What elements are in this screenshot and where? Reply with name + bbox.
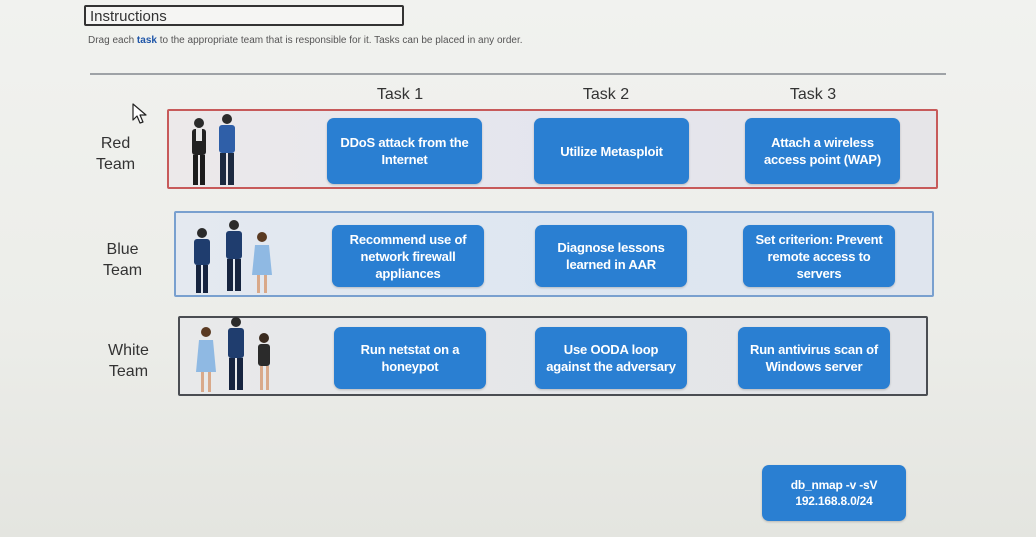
instructions-text-end: to the appropriate team that is responsi… [156,35,523,46]
red-team-drop-row[interactable]: DDoS attack from the Internet Utilize Me… [167,109,938,189]
white-team-people-icon [196,317,270,392]
task-chip-utilize-metasploit[interactable]: Utilize Metasploit [534,118,689,184]
task-chip-run-antivirus[interactable]: Run antivirus scan of Windows server [738,327,890,389]
task-chip-ddos-attack[interactable]: DDoS attack from the Internet [327,118,482,184]
white-team-drop-row[interactable]: Run netstat on a honeypot Use OODA loop … [178,316,928,396]
column-header-task-3: Task 3 [789,86,837,103]
red-team-people-icon [192,114,235,185]
team-label-red-line2: Team [96,156,136,173]
instructions-text: Drag each task to the appropriate team t… [88,35,523,46]
task-chip-run-netstat[interactable]: Run netstat on a honeypot [334,327,486,389]
task-chip-db-nmap[interactable]: db_nmap -v -sV 192.168.8.0/24 [762,465,906,521]
task-chip-set-criterion[interactable]: Set criterion: Prevent remote access to … [743,225,895,287]
team-label-white-line1: White [108,342,149,359]
team-label-white-line2: Team [108,363,149,380]
team-label-blue-line2: Team [103,262,143,279]
header-divider [90,73,946,75]
mouse-pointer-icon [132,103,147,124]
instructions-box: Instructions [84,5,404,26]
team-label-blue-line1: Blue [106,241,139,258]
team-label-red-line1: Red [100,135,131,152]
column-header-task-2: Task 2 [582,86,630,103]
team-label-blue: Blue Team [103,239,142,281]
instructions-text-start: Drag each [88,35,137,46]
blue-team-people-icon [194,220,272,293]
task-chip-diagnose-lessons[interactable]: Diagnose lessons learned in AAR [535,225,687,287]
team-label-white: White Team [108,340,149,382]
column-header-task-1: Task 1 [376,86,424,103]
blue-team-drop-row[interactable]: Recommend use of network firewall applia… [174,211,934,297]
task-chip-ooda-loop[interactable]: Use OODA loop against the adversary [535,327,687,389]
team-label-red: Red Team [96,133,135,175]
instructions-text-bold: task [136,35,157,46]
instructions-title: Instructions [90,8,167,25]
task-chip-attach-wap[interactable]: Attach a wireless access point (WAP) [745,118,900,184]
task-chip-recommend-firewall[interactable]: Recommend use of network firewall applia… [332,225,484,287]
